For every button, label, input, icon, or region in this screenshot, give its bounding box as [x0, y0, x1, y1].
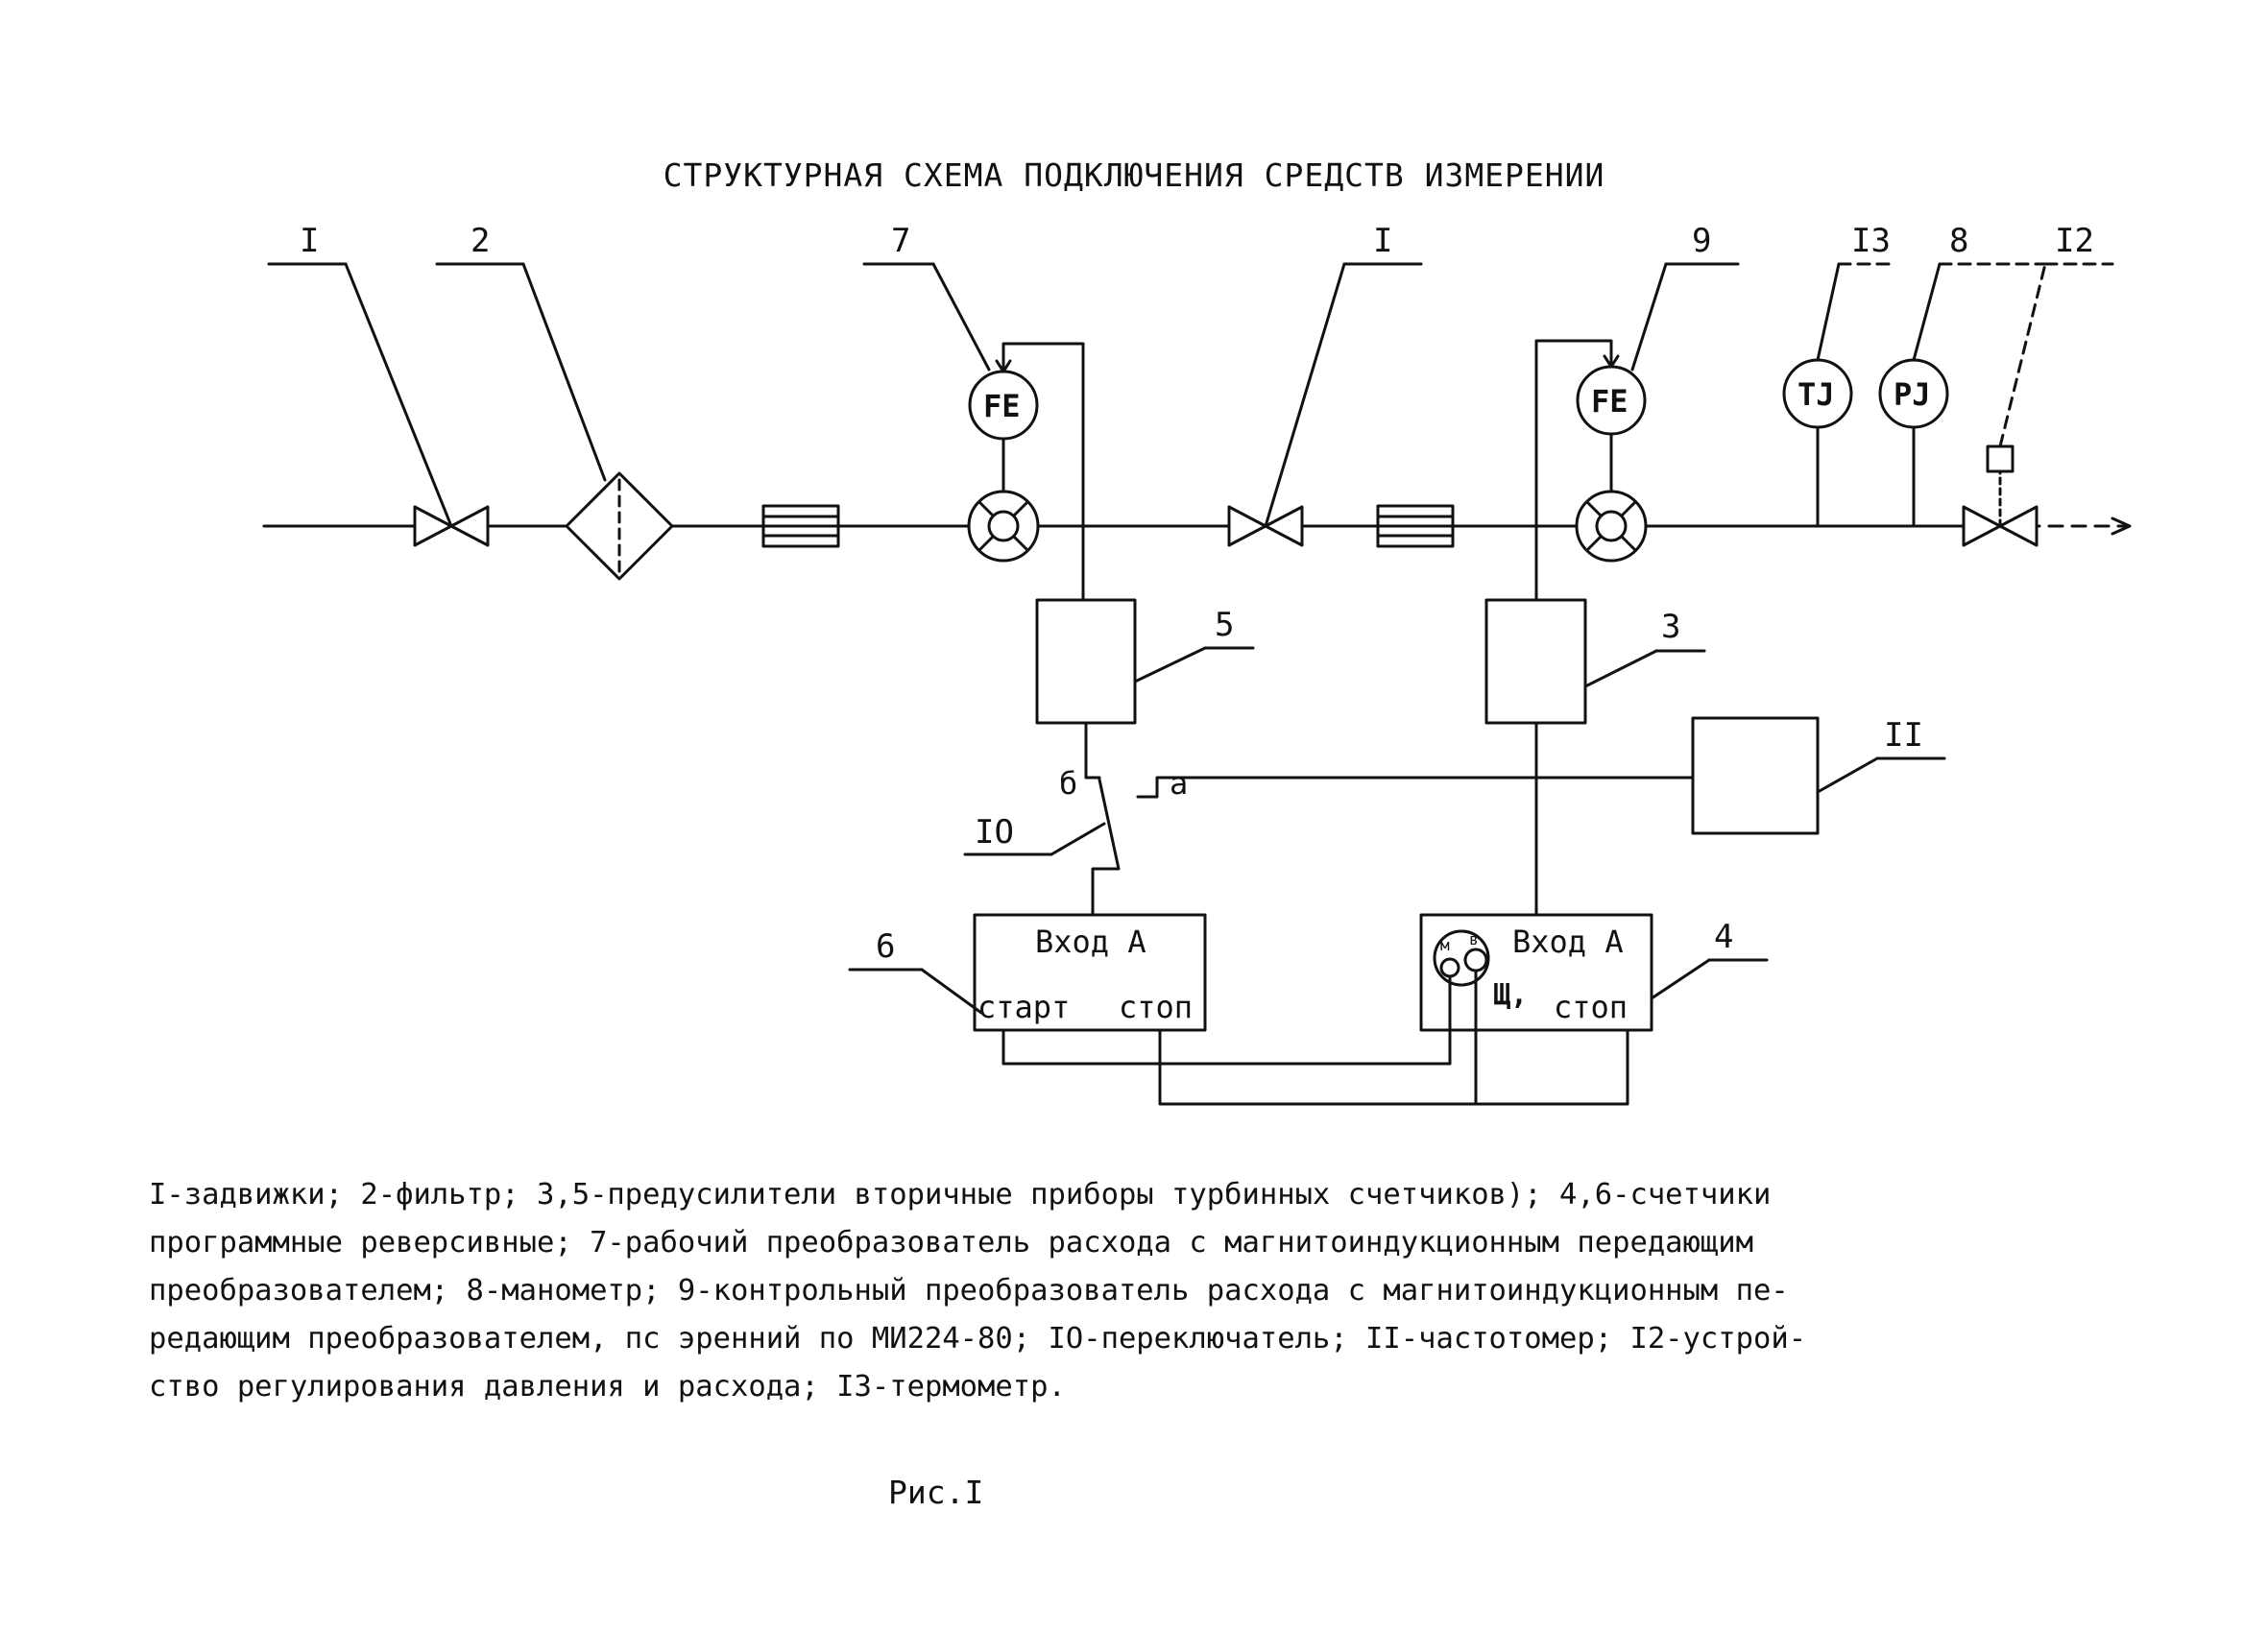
counter-6-start-label: старт	[977, 989, 1070, 1025]
label-11: II	[1884, 716, 1923, 755]
counter-6-stop-label: стоп	[1119, 989, 1193, 1025]
counter-4-dial	[1433, 929, 1490, 987]
fe-right-label: FE	[1591, 383, 1629, 420]
thermometer-label: TJ	[1798, 376, 1835, 413]
valve-1-left	[413, 505, 490, 547]
wire-stop-to-counter-4	[1158, 1028, 1629, 1106]
leader-10	[1050, 822, 1106, 856]
turbine-meter-right	[1575, 490, 1648, 563]
leader-13	[1816, 262, 1841, 362]
valve-1-middle	[1227, 505, 1304, 547]
legend-text: I-задвижки; 2-фильтр; 3,5-предусилители …	[149, 1178, 1807, 1404]
label-12: I2	[2055, 222, 2094, 260]
frequency-meter-11	[1691, 716, 1820, 835]
leader-1-middle	[1264, 262, 1346, 528]
fe-right-arrow	[1603, 354, 1620, 369]
leader-3	[1583, 649, 1658, 688]
counter-6-input-label: Вход А	[1035, 924, 1146, 960]
fe-left-label: FE	[983, 388, 1021, 424]
counter-4-dial-m: м	[1440, 936, 1450, 954]
fe-left-signal-line	[1001, 342, 1085, 602]
switch-label-a: а	[1170, 765, 1188, 802]
diagram-title: СТРУКТУРНАЯ СХЕМА ПОДКЛЮЧЕНИЯ СРЕДСТВ ИЗ…	[663, 156, 1605, 194]
counter-4-shch-label: Щ,	[1493, 978, 1528, 1012]
fe-left-arrow	[995, 359, 1012, 373]
flow-straightener-right	[1376, 504, 1455, 548]
leader-12	[1998, 262, 2047, 448]
label-1-left: I	[300, 222, 319, 260]
label-3: 3	[1661, 608, 1680, 646]
label-4: 4	[1714, 918, 1733, 956]
leader-11	[1816, 756, 1879, 794]
counter-4	[1419, 913, 1653, 1032]
preamplifier-3	[1484, 598, 1587, 725]
counter-4-input-label: Вход А	[1512, 924, 1624, 960]
leader-1-left	[344, 262, 453, 528]
counter-4-stop-label: стоп	[1554, 989, 1628, 1025]
counter-4-dial-v: в	[1469, 930, 1479, 948]
label-2: 2	[470, 222, 490, 260]
leader-2	[521, 262, 607, 482]
label-9: 9	[1692, 222, 1711, 260]
wire-start-to-counter-4	[1001, 974, 1452, 1066]
leader-5	[1133, 646, 1207, 684]
figure-caption: Рис.I	[888, 1474, 984, 1511]
leader-6	[920, 968, 983, 1015]
leader-8	[1912, 262, 1942, 362]
manometer-label: PJ	[1894, 376, 1931, 413]
label-6: 6	[876, 927, 895, 966]
label-8: 8	[1949, 222, 1968, 260]
label-13: I3	[1851, 222, 1891, 260]
flow-straightener-left	[761, 504, 840, 548]
leader-9	[1630, 262, 1668, 372]
pipeline-arrow-head	[2111, 516, 2132, 536]
switch-label-b: б	[1059, 765, 1077, 802]
label-1-middle: I	[1373, 222, 1392, 260]
preamplifier-5	[1035, 598, 1137, 725]
turbine-meter-left	[967, 490, 1040, 563]
label-7: 7	[891, 222, 910, 260]
fe-right-signal-line	[1534, 339, 1613, 602]
control-valve-12	[1962, 444, 2039, 547]
label-5: 5	[1215, 606, 1234, 644]
leader-4	[1650, 958, 1711, 1000]
switch-a-contact	[1136, 776, 1695, 799]
leader-7	[931, 262, 991, 372]
switch-10-blade	[1091, 778, 1121, 917]
filter-2	[565, 471, 674, 581]
label-10: IO	[975, 813, 1014, 852]
counter-6	[973, 913, 1207, 1032]
